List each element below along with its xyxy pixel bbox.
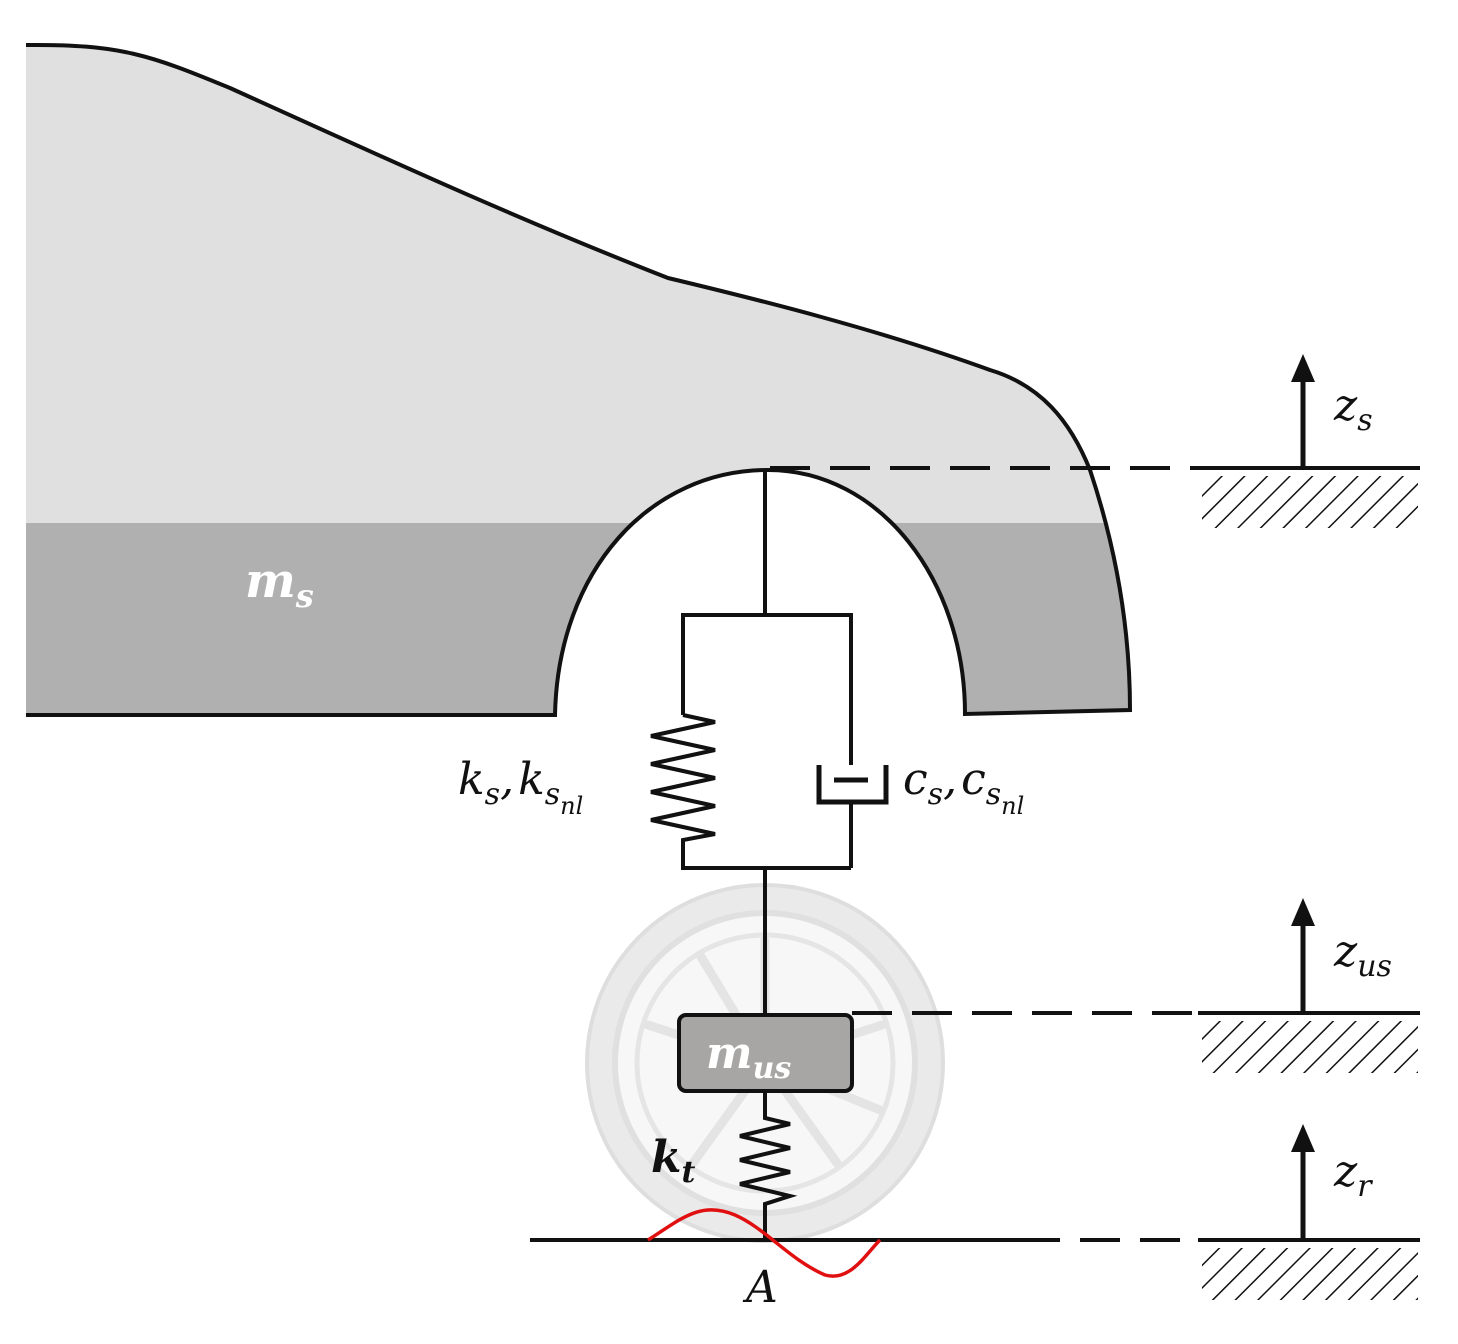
ground-symbol-unsprung	[1198, 1011, 1420, 1073]
label-contact-point: A	[742, 1262, 778, 1313]
label-z-road: zr	[1333, 1146, 1373, 1204]
label-unsprung-mass: mus	[706, 1028, 791, 1086]
label-tire-stiffness: kt	[651, 1132, 696, 1190]
suspension-damper	[816, 765, 889, 868]
road-profile-curve	[647, 1208, 882, 1278]
suspension-frame-top	[681, 613, 853, 765]
car-body	[25, 42, 1133, 717]
car-body-outline	[25, 42, 1133, 717]
label-damper-coefficients: cs,csnl	[903, 754, 1024, 820]
ground-symbol-sprung	[1198, 466, 1420, 528]
label-spring-coefficients: ks,ksnl	[458, 754, 583, 820]
car-body-upper-fill	[26, 44, 1130, 523]
car-body-lower-fill	[26, 523, 1130, 715]
label-sprung-mass: ms	[245, 553, 314, 615]
arrow-road-up	[1291, 1124, 1315, 1240]
arrow-sprung-up	[1291, 354, 1315, 468]
arrow-unsprung-up	[1291, 898, 1315, 1013]
tire-spring	[739, 1091, 798, 1240]
ground-symbol-road	[1198, 1238, 1420, 1300]
suspension-spring	[650, 713, 716, 868]
label-z-unsprung: zus	[1333, 926, 1392, 984]
suspension-frame-bottom	[681, 840, 851, 870]
label-z-sprung: zs	[1333, 380, 1373, 438]
